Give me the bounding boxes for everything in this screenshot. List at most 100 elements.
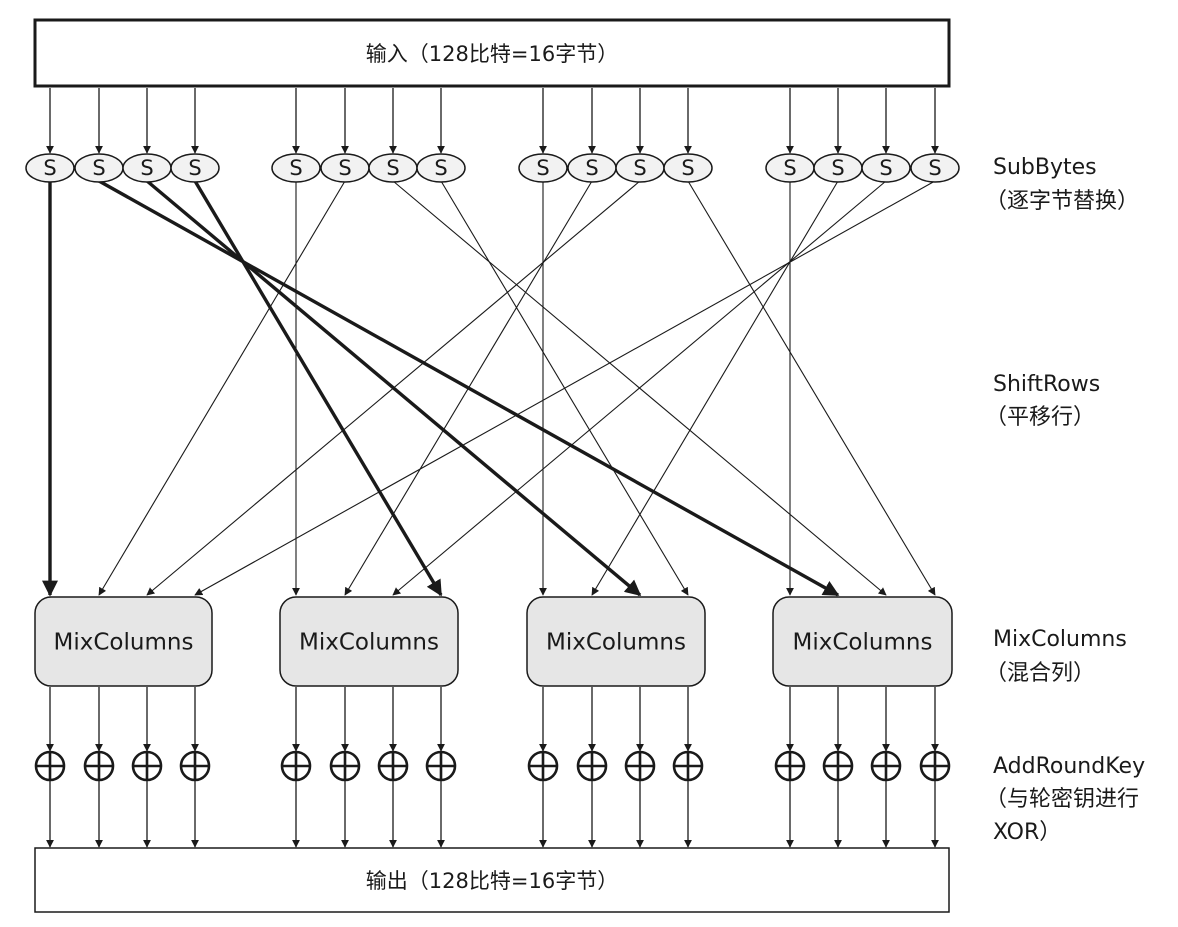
shiftrows-line: [687, 180, 936, 596]
sbox: S: [25, 153, 75, 183]
xor-symbol: [131, 750, 163, 782]
input-box-label: 输入（128比特=16字节）: [366, 42, 618, 66]
xor-to-output-arrows: [46, 781, 939, 848]
sbox: S: [518, 153, 568, 183]
shiftrows-title: ShiftRows: [993, 372, 1100, 397]
shiftrows-line: [392, 180, 887, 596]
output-box-label: 输出（128比特=16字节）: [366, 869, 618, 893]
xor-symbol: [179, 750, 211, 782]
sbox-label: S: [831, 156, 844, 180]
sbox: S: [122, 153, 172, 183]
mixcolumns-box: MixColumns: [526, 596, 706, 687]
mixcolumns-subtitle: （混合列）: [985, 661, 1095, 686]
shiftrows-line-bold: [193, 180, 443, 597]
sbox-shape: [910, 153, 960, 183]
mixcolumns-box-shape: [34, 596, 213, 687]
sbox: S: [813, 153, 863, 183]
stage-label-shiftrows: ShiftRows （平移行）: [985, 372, 1100, 430]
sbox-label: S: [92, 156, 105, 180]
addroundkey-subtitle: （与轮密钥进行: [985, 787, 1139, 812]
sbox-shape: [861, 153, 911, 183]
output-box: 输出（128比特=16字节）: [34, 847, 950, 913]
mixcolumns-row: MixColumns MixColumns MixColumns MixColumns: [34, 596, 953, 687]
sbox-label: S: [536, 156, 549, 180]
mixcolumns-box: MixColumns: [279, 596, 459, 687]
xor-symbol: [822, 750, 854, 782]
mixcolumns-box-label: MixColumns: [54, 630, 194, 656]
sbox-label: S: [434, 156, 447, 180]
xor-symbol: [425, 750, 457, 782]
sbox-shape: [25, 153, 75, 183]
sbox-label: S: [783, 156, 796, 180]
xor-symbol: [527, 750, 559, 782]
sbox-label: S: [140, 156, 153, 180]
sbox: S: [615, 153, 665, 183]
sbox-label: S: [681, 156, 694, 180]
sbox: S: [320, 153, 370, 183]
sbox-label: S: [188, 156, 201, 180]
xor-symbol: [672, 750, 704, 782]
addroundkey-subtitle-xor: XOR）: [993, 820, 1061, 845]
sbox: S: [368, 153, 418, 183]
sbox-shape: [416, 153, 466, 183]
shiftrows-line: [194, 180, 936, 596]
mixcolumns-box-shape: [526, 596, 706, 687]
xor-symbol: [34, 750, 66, 782]
mixcolumns-box-label: MixColumns: [546, 630, 686, 656]
xor-symbol: [83, 750, 115, 782]
sbox: S: [271, 153, 321, 183]
sbox-shape: [170, 153, 220, 183]
sbox-label: S: [338, 156, 351, 180]
xor-symbol: [377, 750, 409, 782]
xor-symbol: [774, 750, 806, 782]
mixcolumns-title: MixColumns: [993, 627, 1127, 652]
sbox-label: S: [928, 156, 941, 180]
mixcolumns-box-shape: [772, 596, 953, 687]
mixcolumns-box-label: MixColumns: [793, 630, 933, 656]
subbytes-title: SubBytes: [993, 155, 1097, 180]
xor-symbol: [576, 750, 608, 782]
addroundkey-row: [34, 750, 951, 782]
sbox-label: S: [43, 156, 56, 180]
mixcolumns-to-xor-arrows: [46, 687, 939, 752]
sbox-shape: [271, 153, 321, 183]
stage-label-addroundkey: AddRoundKey （与轮密钥进行 XOR）: [985, 754, 1145, 845]
shiftrows-line: [591, 180, 839, 596]
xor-symbol: [919, 750, 951, 782]
mixcolumns-box-shape: [279, 596, 459, 687]
xor-symbol: [280, 750, 312, 782]
subbytes-subtitle: （逐字节替换）: [985, 189, 1139, 214]
sbox-label: S: [879, 156, 892, 180]
sbox-label: S: [386, 156, 399, 180]
sbox: S: [861, 153, 911, 183]
addroundkey-title: AddRoundKey: [993, 754, 1145, 779]
stage-label-mixcolumns: MixColumns （混合列）: [985, 627, 1127, 686]
sbox: S: [416, 153, 466, 183]
sbox: S: [74, 153, 124, 183]
shiftrows-line: [98, 180, 346, 596]
sbox: S: [663, 153, 713, 183]
shiftrows-connections: [42, 179, 936, 597]
sbox-label: S: [585, 156, 598, 180]
sbox-label: S: [633, 156, 646, 180]
sbox-shape: [518, 153, 568, 183]
stage-label-subbytes: SubBytes （逐字节替换）: [985, 155, 1139, 214]
input-box: 输入（128比特=16字节）: [33, 18, 951, 88]
xor-symbol: [624, 750, 656, 782]
sbox: S: [765, 153, 815, 183]
mixcolumns-box: MixColumns: [34, 596, 213, 687]
mixcolumns-box: MixColumns: [772, 596, 953, 687]
sbox: S: [910, 153, 960, 183]
sbox: S: [170, 153, 220, 183]
xor-symbol: [870, 750, 902, 782]
mixcolumns-box-label: MixColumns: [299, 630, 439, 656]
sbox-label: S: [289, 156, 302, 180]
sbox: S: [567, 153, 617, 183]
sbox-shape: [663, 153, 713, 183]
shiftrows-line: [344, 180, 593, 596]
input-arrows: [46, 88, 939, 154]
shiftrows-line: [146, 180, 641, 596]
